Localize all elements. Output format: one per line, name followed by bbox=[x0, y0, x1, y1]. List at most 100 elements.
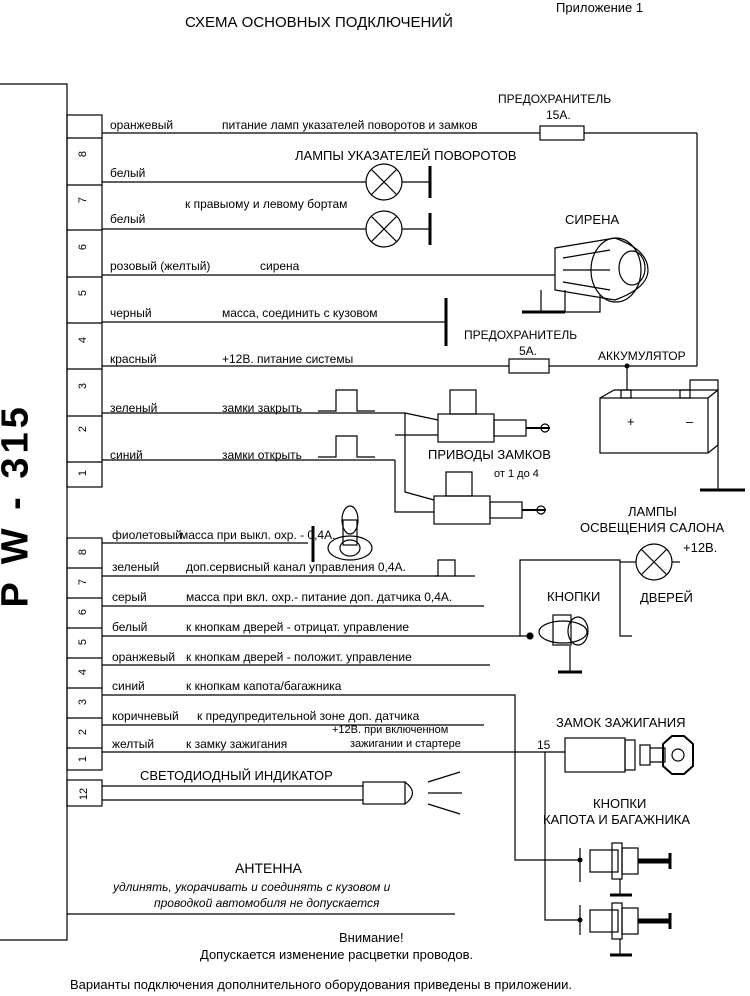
turn-lamps-label: ЛАМПЫ УКАЗАТЕЛЕЙ ПОВОРОТОВ bbox=[295, 148, 517, 163]
top-wires bbox=[102, 132, 698, 461]
top-pin-6: 6 bbox=[77, 243, 90, 251]
turn-lamp-2 bbox=[365, 210, 432, 248]
battery-label: АККУМУЛЯТОР bbox=[598, 349, 686, 363]
fuse-5a bbox=[508, 358, 550, 374]
hood-button-2 bbox=[544, 752, 672, 957]
door-locks-range: от 1 до 4 bbox=[494, 468, 539, 480]
top-pin-3: 3 bbox=[77, 382, 90, 390]
bottom-connector bbox=[66, 537, 103, 771]
hood-button-1 bbox=[579, 842, 672, 897]
siren bbox=[520, 237, 649, 314]
led-indicator-label: СВЕТОДИОДНЫЙ ИНДИКАТОР bbox=[140, 768, 333, 783]
wire-color-white-2: белый bbox=[110, 212, 146, 226]
cabin-lamp bbox=[619, 543, 680, 637]
ignition-note-2: зажигании и стартере bbox=[350, 738, 461, 750]
led-connector bbox=[66, 779, 103, 807]
battery-plus: + bbox=[627, 414, 635, 429]
led-wires bbox=[102, 771, 462, 815]
fuse-5a-rating: 5А. bbox=[519, 344, 538, 358]
ignition-lock bbox=[564, 735, 694, 775]
unit-outline bbox=[0, 83, 68, 941]
hood-buttons-label-2: КАПОТА И БАГАЖНИКА bbox=[543, 812, 691, 827]
pulse-close bbox=[318, 389, 375, 412]
bwire-color-grey: серый bbox=[112, 590, 147, 604]
wire-desc-red: +12В. питание системы bbox=[222, 352, 354, 366]
antenna-note-1: удлинять, укорачивать и соединять с кузо… bbox=[113, 880, 391, 894]
wire-desc-pink: сирена bbox=[260, 259, 300, 273]
door-lock-actuator-1 bbox=[395, 389, 550, 443]
wire-desc-black: масса, соединить с кузовом bbox=[222, 306, 378, 320]
led-pin: 12 bbox=[78, 787, 91, 801]
door-buttons-label: КНОПКИ bbox=[547, 589, 601, 604]
wire-desc-orange: питание ламп указателей поворотов и замк… bbox=[222, 118, 478, 132]
bottom-note: Варианты подключения дополнительного обо… bbox=[70, 977, 573, 992]
wire-color-green: зеленый bbox=[110, 401, 158, 415]
bwire-desc-brown: к предупредительной зоне доп. датчика bbox=[197, 709, 420, 723]
wire-color-black: черный bbox=[110, 306, 152, 320]
bwire-color-yellow: желтый bbox=[112, 737, 155, 751]
wire-desc-green: замки закрыть bbox=[222, 401, 303, 415]
bwire-desc-violet: масса при выкл. охр. - 0,4А. bbox=[180, 528, 336, 542]
diagram-title: СХЕМА ОСНОВНЫХ ПОДКЛЮЧЕНИЙ bbox=[185, 14, 453, 31]
top-pin-1: 1 bbox=[77, 469, 90, 477]
door-locks-label: ПРИВОДЫ ЗАМКОВ bbox=[428, 447, 551, 462]
pulse-open bbox=[318, 435, 375, 458]
door-button bbox=[519, 559, 621, 674]
fuse-5a-label: ПРЕДОХРАНИТЕЛЬ bbox=[464, 328, 578, 342]
bwire-color-brown: коричневый bbox=[112, 709, 179, 723]
cabin-lamps-plus12: +12В. bbox=[683, 540, 718, 555]
bwire-color-violet: фиолетовый bbox=[112, 528, 183, 542]
appendix-label: Приложение 1 bbox=[556, 0, 644, 15]
top-pin-8: 8 bbox=[77, 150, 90, 158]
bwire-color-orange: оранжевый bbox=[112, 650, 176, 664]
fuse-15a-label: ПРЕДОХРАНИТЕЛЬ bbox=[498, 92, 612, 106]
bwire-color-blue: синий bbox=[112, 679, 145, 693]
bwire-desc-yellow: к замку зажигания bbox=[186, 737, 288, 751]
top-pin-5: 5 bbox=[77, 289, 90, 297]
bwire-desc-orange: к кнопкам дверей - положит. управление bbox=[186, 650, 412, 664]
wire-color-orange: оранжевый bbox=[110, 118, 174, 132]
door-lock-actuator-2 bbox=[394, 413, 546, 525]
door-buttons-sub: ДВЕРЕЙ bbox=[640, 590, 693, 605]
top-pin-7: 7 bbox=[77, 196, 90, 204]
bottom-pin-1: 1 bbox=[77, 755, 90, 763]
wire-desc-blue: замки открыть bbox=[222, 448, 302, 462]
cabin-lamps-label-2: ОСВЕЩЕНИЯ САЛОНА bbox=[580, 520, 725, 535]
bottom-pin-5: 5 bbox=[77, 638, 90, 646]
fuse-15a-rating: 15А. bbox=[546, 108, 571, 122]
hood-switch-top bbox=[327, 505, 373, 561]
top-pin-4: 4 bbox=[77, 336, 90, 344]
bottom-pin-2: 2 bbox=[77, 728, 90, 736]
bottom-pin-6: 6 bbox=[77, 608, 90, 616]
turn-lamp-1 bbox=[365, 163, 432, 201]
bwire-color-green: зеленый bbox=[112, 560, 160, 574]
bwire-desc-white: к кнопкам дверей - отрицат. управление bbox=[186, 620, 410, 634]
bottom-wires bbox=[102, 542, 580, 861]
ignition-label: ЗАМОК ЗАЖИГАНИЯ bbox=[556, 715, 686, 730]
bwire-color-white: белый bbox=[112, 620, 148, 634]
battery bbox=[599, 379, 745, 492]
ignition-note-1: +12В. при включенном bbox=[332, 724, 449, 736]
wire-color-blue: синий bbox=[110, 448, 143, 462]
warning-title: Внимание! bbox=[339, 930, 404, 945]
bottom-pin-7: 7 bbox=[77, 578, 90, 586]
wire-color-pink: розовый (желтый) bbox=[110, 259, 211, 273]
wire-color-white-1: белый bbox=[110, 166, 146, 180]
warning-text: Допускается изменение расцветки проводов… bbox=[200, 947, 474, 962]
unit-model-label: P W - 315 bbox=[0, 403, 37, 607]
bottom-pin-4: 4 bbox=[77, 668, 90, 676]
wire-color-red: красный bbox=[110, 352, 157, 366]
ignition-pin: 15 bbox=[537, 738, 551, 752]
cabin-lamps-label-1: ЛАМПЫ bbox=[628, 504, 677, 519]
top-connector bbox=[66, 114, 103, 488]
antenna-title: АНТЕННА bbox=[235, 860, 302, 876]
hood-buttons-label-1: КНОПКИ bbox=[593, 796, 647, 811]
battery-minus: – bbox=[686, 414, 694, 429]
bottom-pin-8: 8 bbox=[77, 548, 90, 556]
top-pin-2: 2 bbox=[77, 425, 90, 433]
siren-label: СИРЕНА bbox=[565, 212, 620, 227]
antenna-note-2: проводкой автомобиля не допускается bbox=[154, 896, 380, 910]
bwire-desc-blue: к кнопкам капота/багажника bbox=[186, 679, 342, 693]
bwire-desc-green: доп.сервисный канал управления 0,4А. bbox=[186, 560, 406, 574]
